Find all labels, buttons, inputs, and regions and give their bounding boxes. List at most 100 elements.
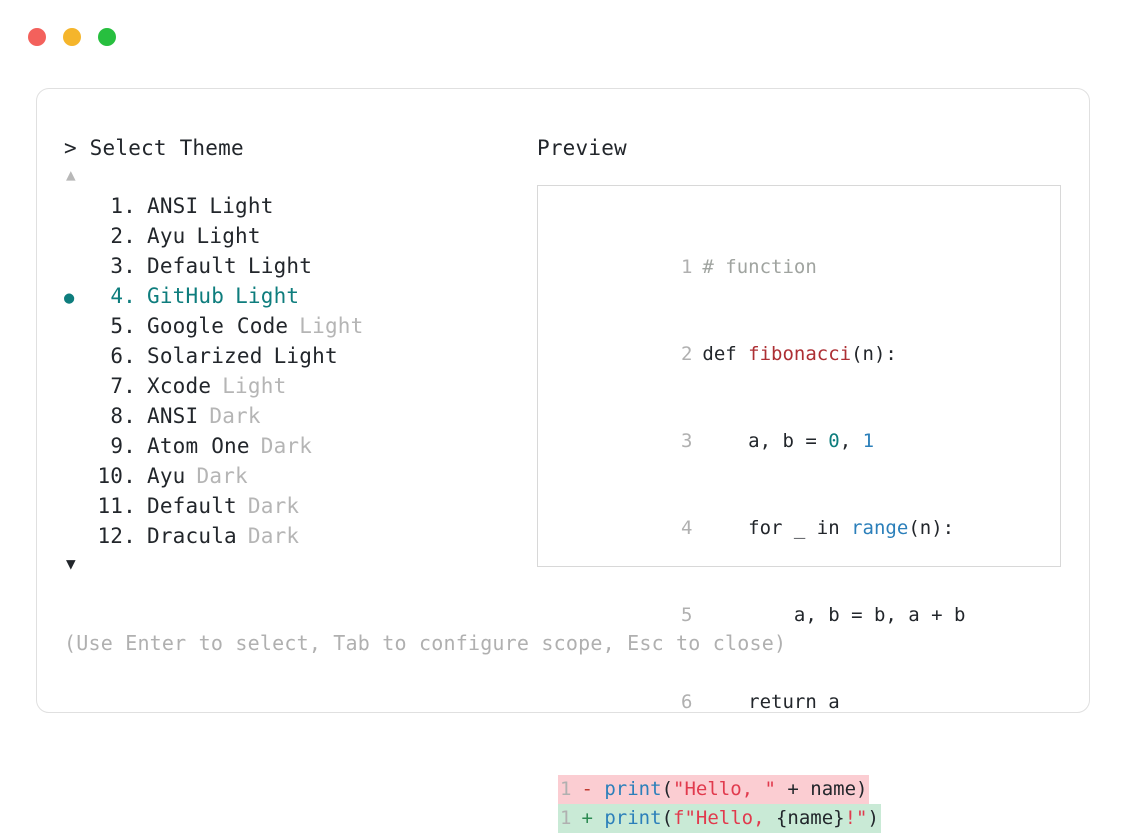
list-item[interactable]: 6. Solarized Light [64,341,514,371]
code-token-string: !" [844,807,868,829]
line-number: 4 [680,517,693,539]
code-token-string: f"Hello, [673,807,776,829]
theme-selector-panel: > Select Theme ▲ 1. ANSI Light 2. Ayu Li… [64,134,514,577]
list-item-selected[interactable]: ● 4. GitHub Light [64,281,514,311]
window-titlebar [28,28,116,46]
code-token-plain: ) [867,807,879,829]
list-item-label: Google Code [147,314,289,338]
list-item-number: 7. [110,374,136,398]
close-dot[interactable] [28,28,46,46]
scroll-up-arrow[interactable]: ▲ [66,165,76,184]
code-token-string: "Hello, " [673,778,776,800]
minimize-dot[interactable] [63,28,81,46]
line-number: 2 [680,343,693,365]
code-token-plain: for _ in [702,517,852,539]
list-item[interactable]: 9. Atom One Dark [64,431,514,461]
line-number: 1 [560,778,572,800]
prompt-label: > Select Theme [64,136,244,160]
code-token-plain: , [839,430,863,452]
diff-sign-plus: + [581,807,593,829]
list-item-label: Solarized [147,344,263,368]
list-item-number: 2. [110,224,136,248]
keyboard-hint: (Use Enter to select, Tab to configure s… [64,631,787,655]
list-item-number: 12. [97,524,136,548]
diff-line-removed: 1 - print("Hello, " + name) [558,775,1060,804]
code-token-plain: (n): [851,343,897,365]
list-item[interactable]: 2. Ayu Light [64,221,514,251]
list-item-variant: Light [299,314,364,338]
code-token-interpolation: {name} [775,807,845,829]
list-item[interactable]: 10. Ayu Dark [64,461,514,491]
code-token-number: 0 [828,430,840,452]
list-item-label: Default [147,494,237,518]
code-line: 5 a, b = b, a + b [558,572,1060,659]
theme-picker-card: > Select Theme ▲ 1. ANSI Light 2. Ayu Li… [36,88,1090,833]
line-number: 6 [680,691,693,713]
list-item-variant: Dark [247,494,300,518]
list-item[interactable]: 11. Default Dark [64,491,514,521]
line-number: 5 [680,604,693,626]
list-item[interactable]: 5. Google Code Light [64,311,514,341]
code-line: 1 # function [558,224,1060,311]
code-token-comment: # function [702,256,817,278]
diff-sign-minus: - [581,778,593,800]
line-number: 1 [680,256,693,278]
list-item[interactable]: 3. Default Light [64,251,514,281]
code-line: 4 for _ in range(n): [558,485,1060,572]
list-item-variant: Light [196,224,261,248]
list-item-variant: Light [273,344,338,368]
line-number: 1 [560,807,572,829]
list-item-label: Xcode [147,374,212,398]
list-item-variant: Dark [260,434,313,458]
code-token-builtin: range [851,517,909,539]
list-item-label: Dracula [147,524,237,548]
list-item-variant: Dark [247,524,300,548]
code-line: 3 a, b = 0, 1 [558,398,1060,485]
list-item[interactable]: 8. ANSI Dark [64,401,514,431]
list-item-label: GitHub [147,284,225,308]
list-item-label: Ayu [147,464,186,488]
maximize-dot[interactable] [98,28,116,46]
list-item-label: ANSI [147,404,199,428]
selection-bullet: ● [64,288,75,308]
list-item-number: 1. [110,194,136,218]
list-item-label: Ayu [147,224,186,248]
list-item[interactable]: 7. Xcode Light [64,371,514,401]
list-item-number: 6. [110,344,136,368]
list-item-number: 10. [97,464,136,488]
list-item-number: 5. [110,314,136,338]
list-item-label: Default [147,254,237,278]
list-item-variant: Light [209,194,274,218]
preview-label: Preview [537,136,627,160]
code-token-plain: + name) [775,778,868,800]
list-item-variant: Dark [209,404,261,428]
theme-list[interactable]: 1. ANSI Light 2. Ayu Light 3. Default Li… [64,191,514,551]
list-item-label: Atom One [147,434,250,458]
list-item[interactable]: 12. Dracula Dark [64,521,514,551]
code-token-builtin: print [604,778,662,800]
list-item-variant: Light [235,284,300,308]
list-item-number: 9. [110,434,136,458]
code-token-plain: return a [702,691,840,713]
code-token-plain: ( [661,807,674,829]
list-item-variant: Light [222,374,287,398]
code-line: 6 return a [558,659,1060,746]
list-item-variant: Dark [196,464,248,488]
list-item-number: 4. [110,284,136,308]
line-number: 3 [680,430,693,452]
list-item-label: ANSI [147,194,199,218]
code-token-plain: (n): [908,517,955,539]
list-item[interactable]: 1. ANSI Light [64,191,514,221]
scroll-down-arrow[interactable]: ▼ [66,554,76,573]
list-item-number: 3. [110,254,136,278]
code-token-plain: ( [661,778,674,800]
list-item-variant: Light [247,254,313,278]
code-blank-line [558,746,1060,775]
code-token-plain: a, b = b, a + b [702,604,966,626]
list-item-number: 11. [97,494,136,518]
code-token-keyword: def [702,343,749,365]
diff-line-added: 1 + print(f"Hello, {name}!") [558,804,1060,833]
